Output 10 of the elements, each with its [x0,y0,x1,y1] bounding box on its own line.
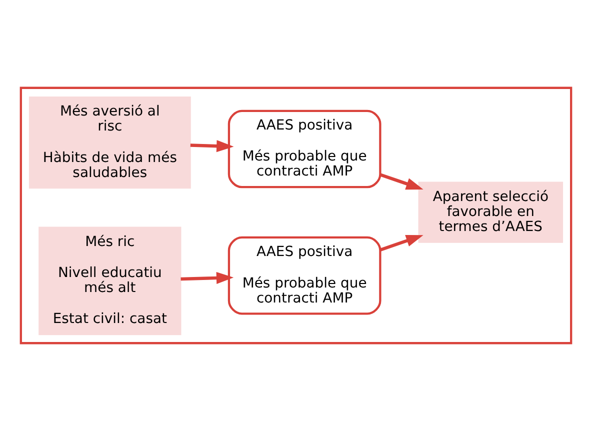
cluster [20,86,572,344]
arrow [380,234,424,252]
node-box: Més aversió al risc Hàbits de vida més saludables [28,96,191,189]
arrow [190,140,234,152]
node-box: AAES positiva Més probable que contracti AMP [228,110,382,188]
arrow [380,173,424,190]
arrow [180,272,234,284]
node-box: Aparent selecció favorable en termes d’AAES [418,182,564,243]
node-box: Més ric Nivell educatiu més alt Estat civil: casat [38,226,182,336]
node-box: AAES positiva Més probable que contracti AMP [228,236,382,315]
